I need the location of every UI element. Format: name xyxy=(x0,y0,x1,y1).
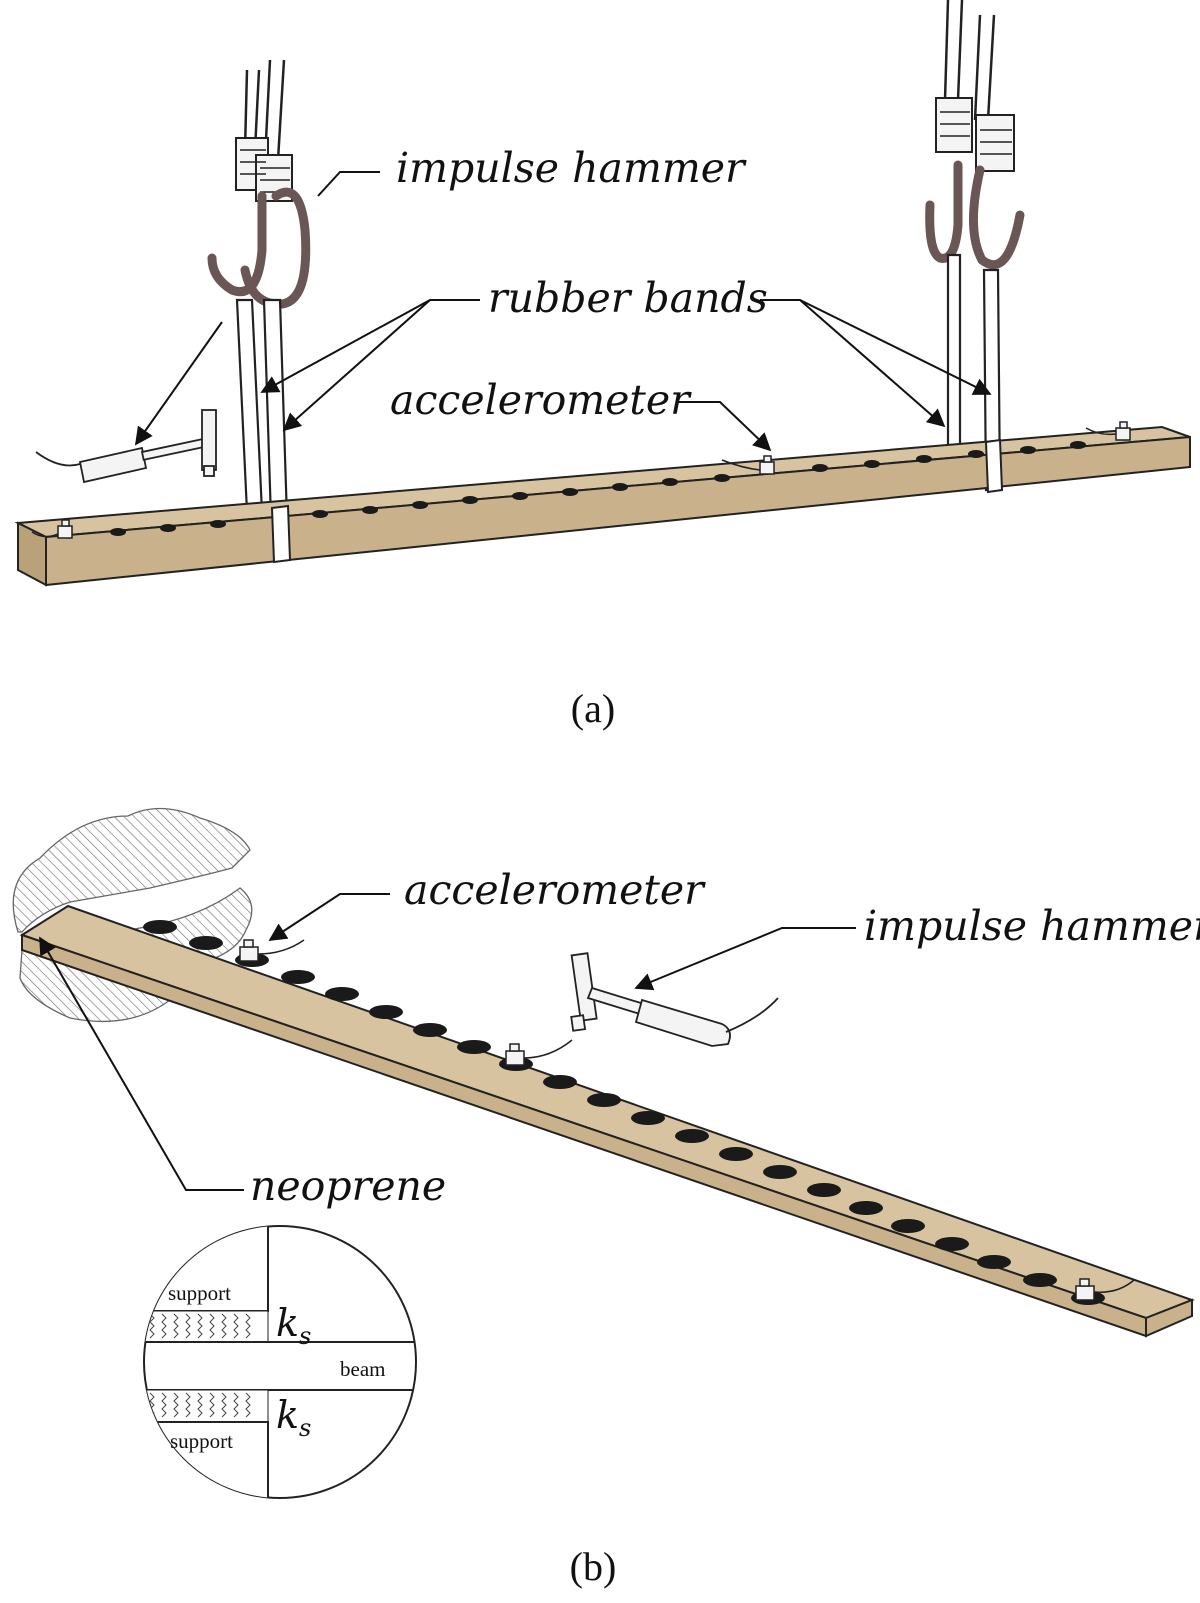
inset-label-beam: beam xyxy=(340,1357,385,1381)
inset-label-support-bottom: support xyxy=(170,1429,233,1453)
right-cords xyxy=(935,0,1015,172)
leaders-a xyxy=(134,171,992,452)
leaders-b xyxy=(39,893,856,1191)
leader-impulse-hammer-b xyxy=(634,927,856,991)
label-impulse-hammer-a: impulse hammer xyxy=(396,144,747,192)
label-rubber-bands-a: rubber bands xyxy=(488,274,768,322)
inset-spring-bottom xyxy=(144,1389,269,1423)
leader-accelerometer-a xyxy=(676,401,772,452)
accelerometer-b-3-icon xyxy=(1075,1278,1135,1301)
leader-hammer-pointer-a xyxy=(134,321,223,446)
inset-label-support-top: support xyxy=(168,1281,231,1305)
left-cords xyxy=(235,59,293,202)
right-hooks xyxy=(925,160,1025,270)
accelerometers-a xyxy=(31,421,1131,539)
beam-a-end xyxy=(17,521,47,587)
beam-a xyxy=(14,425,1191,587)
caption-b: (b) xyxy=(570,1544,617,1589)
left-hooks xyxy=(207,187,311,309)
inset-spring-top-zigzags xyxy=(149,1313,251,1339)
accelerometer-a-left-icon xyxy=(31,519,73,539)
leader-neoprene xyxy=(39,936,244,1191)
beam-a-holes xyxy=(110,441,1086,536)
accelerometer-a-right-icon xyxy=(1085,421,1131,441)
accelerometer-a-mid-icon xyxy=(721,455,775,475)
leader-rubber-bands-a-right-1 xyxy=(760,299,946,428)
label-impulse-hammer-b: impulse hammer xyxy=(864,902,1200,950)
panel-a: impulse hammer rubber bands acceleromete… xyxy=(14,0,1191,731)
impulse-hammer-b-icon xyxy=(570,952,779,1047)
accelerometer-b-2-icon xyxy=(505,1039,573,1066)
accelerometers-b xyxy=(239,939,1135,1301)
panel-b: accelerometer impulse hammer neoprene xyxy=(12,807,1200,1589)
inset-spring-top xyxy=(144,1310,269,1343)
label-neoprene: neoprene xyxy=(250,1162,446,1210)
accelerometer-b-1-icon xyxy=(239,939,305,962)
inset-ks-bottom: ks xyxy=(276,1393,311,1442)
inset-ks-top: ks xyxy=(276,1301,311,1350)
beam-b xyxy=(19,904,1195,1338)
beam-b-front xyxy=(21,933,1147,1338)
leader-impulse-hammer-a xyxy=(317,171,380,197)
inset-detail: support support beam ks ks xyxy=(143,1225,417,1499)
label-accelerometer-b: accelerometer xyxy=(404,866,706,914)
inset-spring-bottom-zigzags xyxy=(149,1392,251,1418)
band-wraps-a xyxy=(270,438,1004,564)
impulse-hammer-a-icon xyxy=(35,409,217,484)
leader-accelerometer-b xyxy=(268,893,390,941)
label-accelerometer-a: accelerometer xyxy=(390,376,692,424)
leader-rubber-bands-a-right-2 xyxy=(799,299,992,395)
beam-b-holes xyxy=(143,920,1105,1305)
leader-rubber-bands-a-left-2 xyxy=(282,299,431,432)
caption-a: (a) xyxy=(571,686,615,731)
